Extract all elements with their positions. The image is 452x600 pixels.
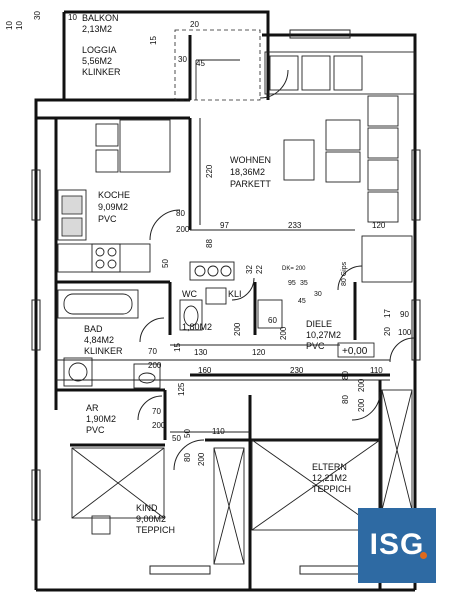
dim-15: 15 [149,36,158,45]
kitchen-furniture [57,119,235,281]
dimension-lines [56,118,390,433]
gips-label: 80 Gips [341,261,348,286]
dim-110: 110 [370,366,383,375]
ar-area: 1,90M2 [86,414,116,424]
level-marker: +0,00 [342,346,368,357]
dim-15b: 15 [173,343,182,352]
room-labels: BALKON 2,13M2 LOGGIA 5,56M2 KLINKER WOHN… [82,13,375,535]
dim-230: 230 [290,366,304,375]
dim-80-kind: 80 [183,453,192,462]
balkon-name: BALKON [82,13,119,23]
dim-200-wc: 200 [233,322,242,336]
wc-name: WC [182,289,197,299]
dim-200-wc2: 200 [279,326,288,340]
bad-name: BAD [84,324,103,334]
balkon-area: 2,13M2 [82,24,112,34]
dim-220: 220 [205,164,214,178]
dim-200-eltern: 200 [357,398,366,412]
dim-80-diele: 80 [341,371,350,380]
dk-label: DK= 200 [282,266,306,272]
dim-32: 32 [245,265,254,274]
dim-97: 97 [220,221,229,230]
dim-160: 160 [198,366,212,375]
dim-10-top: 10 [68,13,77,22]
dim-120-right: 120 [372,221,386,230]
loggia-area: 5,56M2 [82,56,112,66]
dim-80-kitchen: 80 [176,209,185,218]
dim-110b: 110 [212,427,225,436]
dim-200-bath: 200 [148,361,162,370]
living-furniture [264,51,416,283]
dim-35: 35 [300,280,308,287]
loggia-floor: KLINKER [82,67,121,77]
dim-50-kitchen: 50 [161,259,170,268]
dim-30b: 30 [178,55,187,64]
kli-label: KLI [228,289,242,299]
wohnen-area: 18,36M2 [230,167,265,177]
wc-fixtures [179,287,283,331]
dim-10a: 10 [5,21,14,30]
dim-200-kitchen: 200 [176,225,190,234]
dim-45b: 45 [298,298,306,305]
diele-floor: PVC [306,341,325,351]
kind-name: KIND [136,503,158,513]
dim-20: 20 [190,20,199,29]
inner-walls [36,98,390,590]
dim-20b: 20 [383,327,392,336]
loggia-name: LOGGIA [82,45,117,55]
dim-200-ar: 200 [152,421,166,430]
dim-80-eltern: 80 [341,395,350,404]
kind-floor: TEPPICH [136,525,175,535]
koche-floor: PVC [98,214,117,224]
door-swings [137,69,415,471]
ar-floor: PVC [86,425,105,435]
bad-floor: KLINKER [84,346,123,356]
wohnen-name: WOHNEN [230,155,271,165]
wohnen-floor: PARKETT [230,179,271,189]
dim-88: 88 [205,239,214,248]
dim-10b: 10 [15,21,24,30]
dim-30c: 30 [314,291,322,298]
logo-dot [420,552,427,559]
dim-233: 233 [288,221,302,230]
dim-30: 30 [33,11,42,20]
dim-45: 45 [196,59,205,68]
ar-name: AR [86,403,99,413]
dim-22: 22 [255,265,264,274]
eltern-area: 12,21M2 [312,473,347,483]
dim-120: 120 [252,348,266,357]
bad-area: 4,84M2 [84,335,114,345]
kind-area: 9,00M2 [136,514,166,524]
dim-50b: 50 [183,429,192,438]
wc-area: 1,80M2 [182,322,212,332]
diele-area: 10,27M2 [306,330,341,340]
dim-200-kind: 200 [197,452,206,466]
dim-60: 60 [268,316,277,325]
koche-area: 9,09M2 [98,202,128,212]
dimension-labels: 10 10 30 10 20 15 30 45 220 80 200 97 23… [5,11,412,466]
diele-name: DIELE [306,319,332,329]
dim-200-diele: 200 [357,378,366,392]
outer-walls [34,10,417,592]
eltern-name: ELTERN [312,462,347,472]
dim-130: 130 [194,348,208,357]
windows [31,29,421,575]
dim-90: 90 [400,310,409,319]
dim-50a: 50 [172,434,181,443]
eltern-floor: TEPPICH [312,484,351,494]
dim-100: 100 [398,328,412,337]
dim-125: 125 [177,382,186,396]
dim-17: 17 [383,309,392,318]
bath-furniture [57,289,161,389]
loggia-area [174,29,261,101]
dim-70-ar: 70 [152,407,161,416]
isg-logo: ISG [358,508,436,583]
logo-text: ISG [369,528,425,561]
dim-70: 70 [148,347,157,356]
koche-name: KOCHE [98,190,130,200]
dim-95: 95 [288,280,296,287]
